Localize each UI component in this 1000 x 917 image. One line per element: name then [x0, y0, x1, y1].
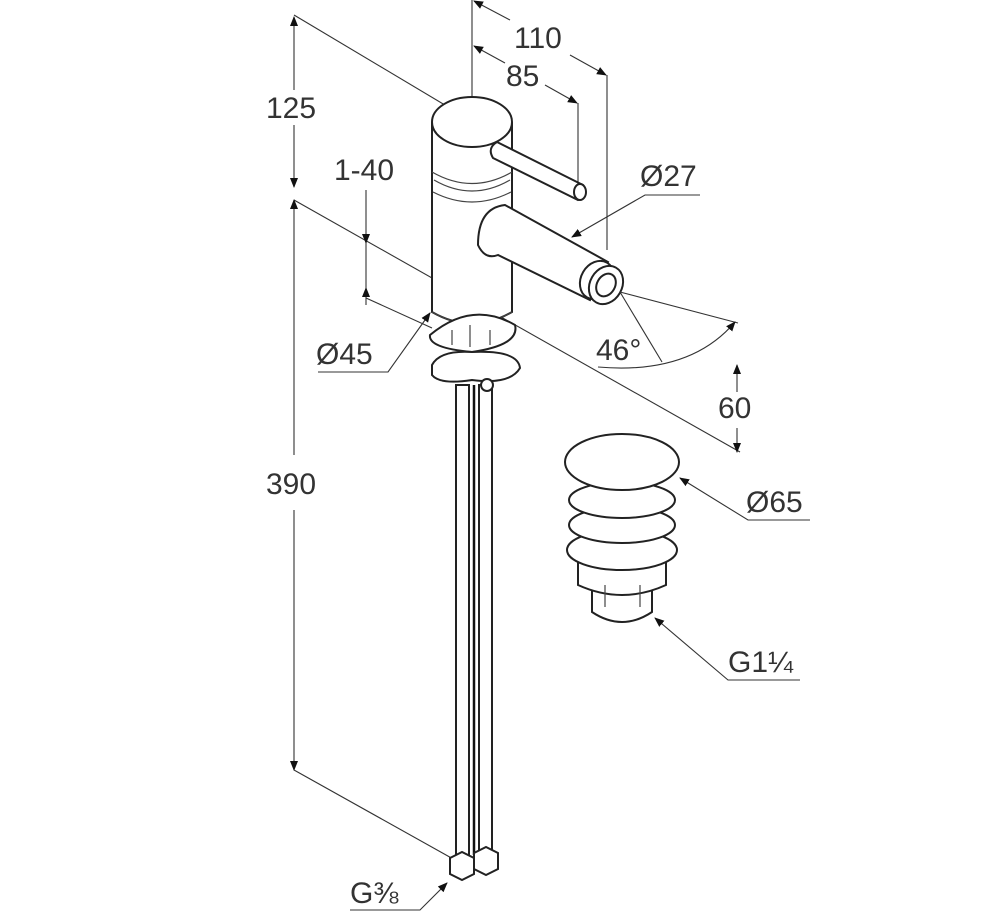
label-125: 125 [266, 92, 316, 125]
dimension-60: 60 [718, 364, 751, 453]
faucet-body [428, 96, 522, 392]
label-dia-45: Ø45 [316, 338, 373, 371]
label-g1-1-4: G1¼ [728, 646, 794, 679]
callout-waste-diameter: Ø65 [679, 477, 810, 521]
pop-up-waste [564, 433, 680, 623]
callout-waste-thread: G1¼ [654, 617, 800, 681]
label-110: 110 [514, 22, 562, 55]
dimension-85: 85 [473, 45, 579, 185]
label-dia-27: Ø27 [640, 160, 697, 193]
callout-body-diameter: Ø45 [316, 312, 431, 373]
label-1-40: 1-40 [334, 154, 394, 187]
supply-hoses [449, 384, 499, 882]
lever-handle [489, 140, 587, 202]
label-g3-8: G⅜ [350, 877, 399, 910]
spout [476, 203, 625, 306]
label-dia-65: Ø65 [746, 486, 803, 519]
label-390: 390 [266, 468, 316, 501]
callout-supply-thread: G⅜ [350, 877, 448, 911]
dimension-spout-angle: 46° [596, 291, 739, 369]
dimension-125: 125 [266, 14, 471, 188]
callout-spout-diameter: Ø27 [571, 160, 700, 238]
dimension-1-40: 1-40 [334, 154, 433, 329]
label-60: 60 [718, 392, 751, 425]
label-angle-46: 46° [596, 334, 641, 367]
label-85: 85 [506, 60, 539, 93]
